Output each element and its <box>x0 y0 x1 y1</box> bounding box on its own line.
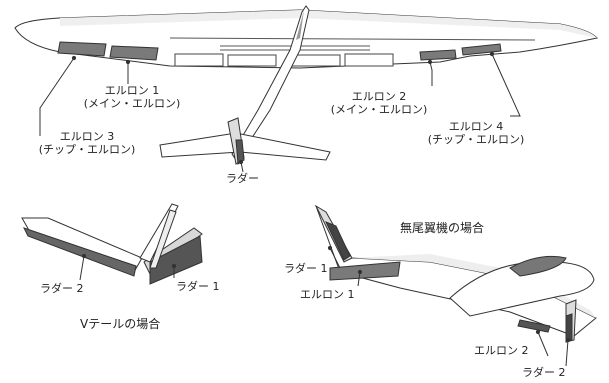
tailless-rudder-1 <box>325 221 351 261</box>
vtail-caption: Vテールの場合 <box>80 317 161 331</box>
label-aileron-4: エルロン 4 (チップ・エルロン) <box>420 120 532 146</box>
vtail-rudder-2 <box>23 227 137 277</box>
label-vtail-rudder-2: ラダー 2 <box>40 282 84 295</box>
aileron-1-sub: (メイン・エルロン) <box>83 97 181 110</box>
label-tailless-aileron-2: エルロン 2 <box>474 344 529 357</box>
tailless-caption: 無尾翼機の場合 <box>400 221 485 235</box>
tailless-drawing <box>314 204 597 367</box>
aileron-2-surface <box>419 49 457 61</box>
aileron-2-sub: (メイン・エルロン) <box>330 103 428 116</box>
leader-tailless-aileron-2 <box>537 331 549 357</box>
tailless-aileron-1 <box>329 261 401 281</box>
glider-drawing <box>14 5 598 173</box>
vtail-rudder-1 <box>149 235 203 285</box>
aileron-3-sub: (チップ・エルロン) <box>38 143 136 156</box>
leader-vtail-rudder-2 <box>79 255 85 281</box>
glider-rudder <box>235 139 245 165</box>
aileron-4-sub: (チップ・エルロン) <box>427 133 525 146</box>
leader-tailless-rudder-2 <box>565 339 569 367</box>
tailless-canopy <box>509 255 567 277</box>
label-aileron-2: エルロン 2 (メイン・エルロン) <box>324 90 434 116</box>
leader-tailless-rudder-1 <box>329 247 341 269</box>
label-tailless-aileron-1: エルロン 1 <box>300 288 355 301</box>
tailless-fuselage <box>449 261 595 317</box>
tailless-rudder-2 <box>565 313 573 343</box>
leader-aileron-4 <box>491 53 521 117</box>
label-vtail-rudder-1: ラダー 1 <box>176 280 220 293</box>
vtail-drawing <box>21 203 203 285</box>
label-glider-rudder: ラダー <box>226 172 259 185</box>
aileron-3-surface <box>57 41 107 57</box>
aileron-3-name: エルロン 3 <box>59 130 115 143</box>
aileron-2-name: エルロン 2 <box>351 90 407 103</box>
tailless-aileron-2 <box>517 319 551 333</box>
glider-stabilizer <box>159 132 331 161</box>
label-tailless-rudder-2: ラダー 2 <box>522 366 566 379</box>
aileron-4-name: エルロン 4 <box>448 120 504 133</box>
aileron-1-name: エルロン 1 <box>104 84 160 97</box>
aileron-1-surface <box>109 45 159 61</box>
aileron-4-surface <box>461 43 502 56</box>
label-aileron-3: エルロン 3 (チップ・エルロン) <box>34 130 140 156</box>
label-tailless-rudder-1: ラダー 1 <box>284 262 328 275</box>
leader-aileron-3 <box>39 57 75 136</box>
leader-tailless-aileron-1 <box>357 271 361 287</box>
leader-aileron-2 <box>429 61 433 86</box>
label-aileron-1: エルロン 1 (メイン・エルロン) <box>82 84 182 110</box>
